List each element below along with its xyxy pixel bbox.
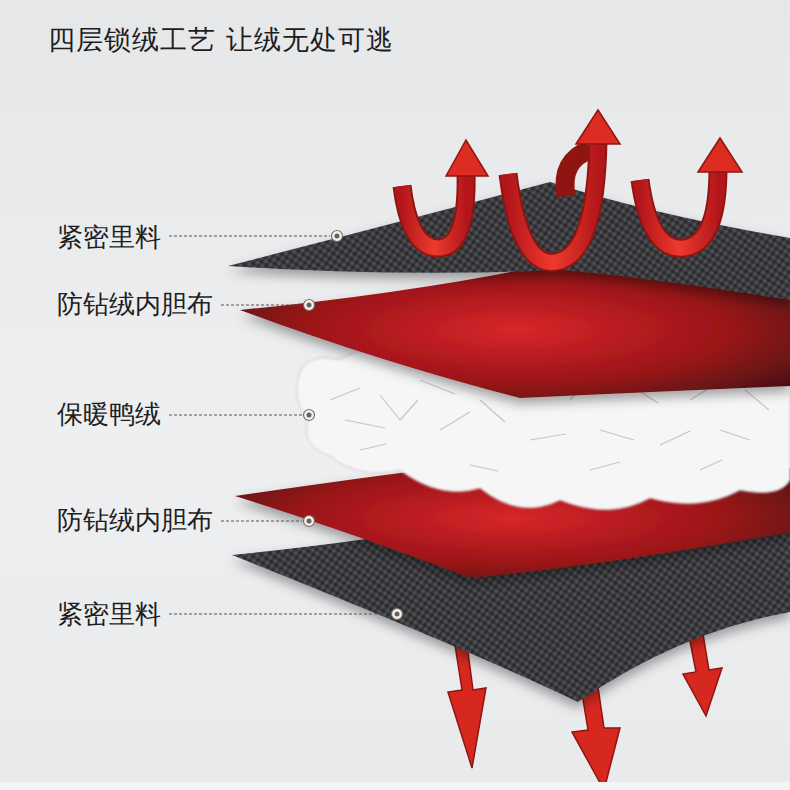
leader-dot-core [395,612,400,617]
leader-dot [332,231,343,242]
layer-label: 紧密里料 [57,599,161,630]
leader-line [169,415,302,416]
layer-label: 保暖鸭绒 [57,399,161,430]
leader-dot [392,609,403,620]
leader-dot-core [307,519,312,524]
layer-label: 防钻绒内胆布 [57,505,213,536]
layer-label: 防钻绒内胆布 [57,289,213,320]
bottom-strip [0,782,790,790]
leader-dot-core [307,303,312,308]
heat-arrow-up [402,110,742,262]
leader-dot-core [307,413,312,418]
leader-dot [304,410,315,421]
leader-dot-core [335,234,340,239]
leader-dot [304,300,315,311]
page-title: 四层锁绒工艺 让绒无处可逃 [48,22,394,58]
layer-label: 紧密里料 [57,222,161,253]
leader-dot [304,516,315,527]
leader-line [169,614,390,615]
leader-line [221,521,302,522]
leader-line [221,305,302,306]
leader-line [169,236,330,237]
